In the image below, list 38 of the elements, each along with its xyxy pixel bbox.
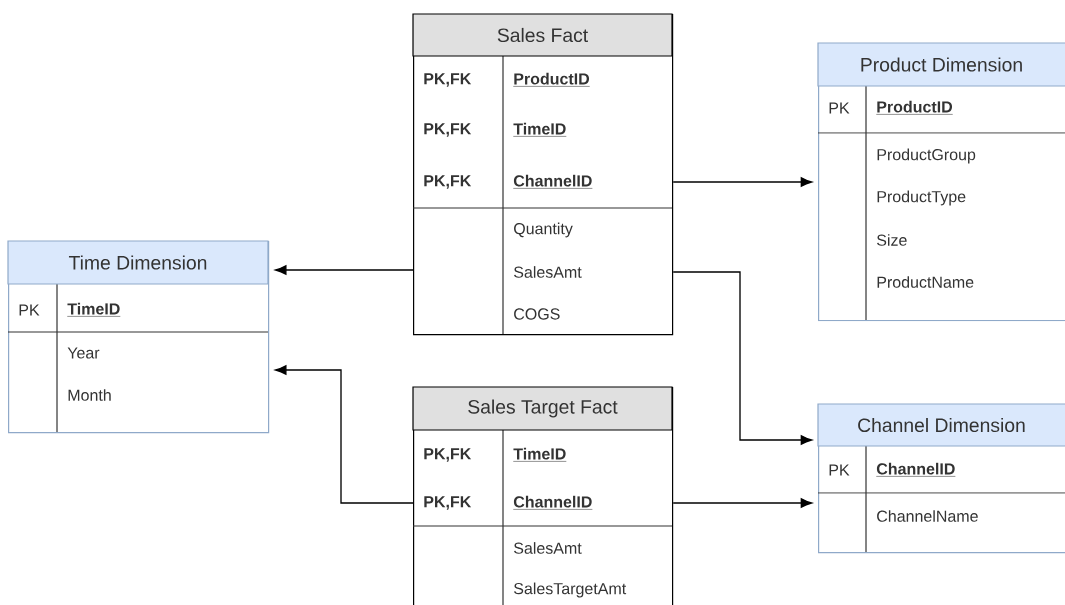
table-header: Sales Target Fact	[412, 386, 673, 431]
key-label: PK,FK	[424, 123, 472, 137]
key-label: PK,FK	[424, 175, 472, 189]
field-name: ChannelName	[877, 510, 978, 522]
key-label: PK	[19, 304, 40, 316]
key-field-name: ProductID	[513, 72, 590, 87]
arrow	[275, 365, 414, 504]
field-name: Year	[67, 347, 100, 359]
field-name: Quantity	[514, 222, 573, 238]
key-field-name: ChannelID	[513, 174, 593, 189]
key-field-name: TimeID	[513, 122, 567, 137]
field-name: ProductGroup	[877, 148, 976, 164]
key-label: PK,FK	[424, 448, 472, 462]
key-field-name: ProductID	[876, 100, 953, 115]
table-header: Time Dimension	[7, 240, 269, 285]
field-name: SalesAmt	[514, 266, 582, 278]
key-label: PK	[829, 102, 850, 114]
field-name: COGS	[514, 308, 560, 320]
field-name: ProductName	[877, 276, 974, 288]
field-name: SalesAmt	[514, 542, 582, 554]
key-field-name: TimeID	[513, 447, 567, 462]
arrow	[275, 265, 414, 275]
field-name: Month	[68, 389, 111, 401]
key-field-name: ChannelID	[876, 462, 956, 477]
table-header: Sales Fact	[412, 13, 673, 57]
arrow	[672, 177, 813, 187]
field-name: SalesTargetAmt	[514, 582, 627, 598]
key-field-name: ChannelID	[513, 495, 593, 510]
key-field-name: TimeID	[67, 302, 121, 317]
table-header: Channel Dimension	[817, 403, 1065, 447]
arrow	[672, 271, 813, 445]
field-name: ProductType	[877, 190, 966, 206]
field-name: Size	[877, 234, 907, 246]
table-header: Product Dimension	[817, 42, 1065, 87]
key-label: PK	[829, 464, 850, 476]
key-label: PK,FK	[424, 73, 472, 87]
arrow	[672, 498, 813, 508]
key-label: PK,FK	[424, 496, 472, 510]
